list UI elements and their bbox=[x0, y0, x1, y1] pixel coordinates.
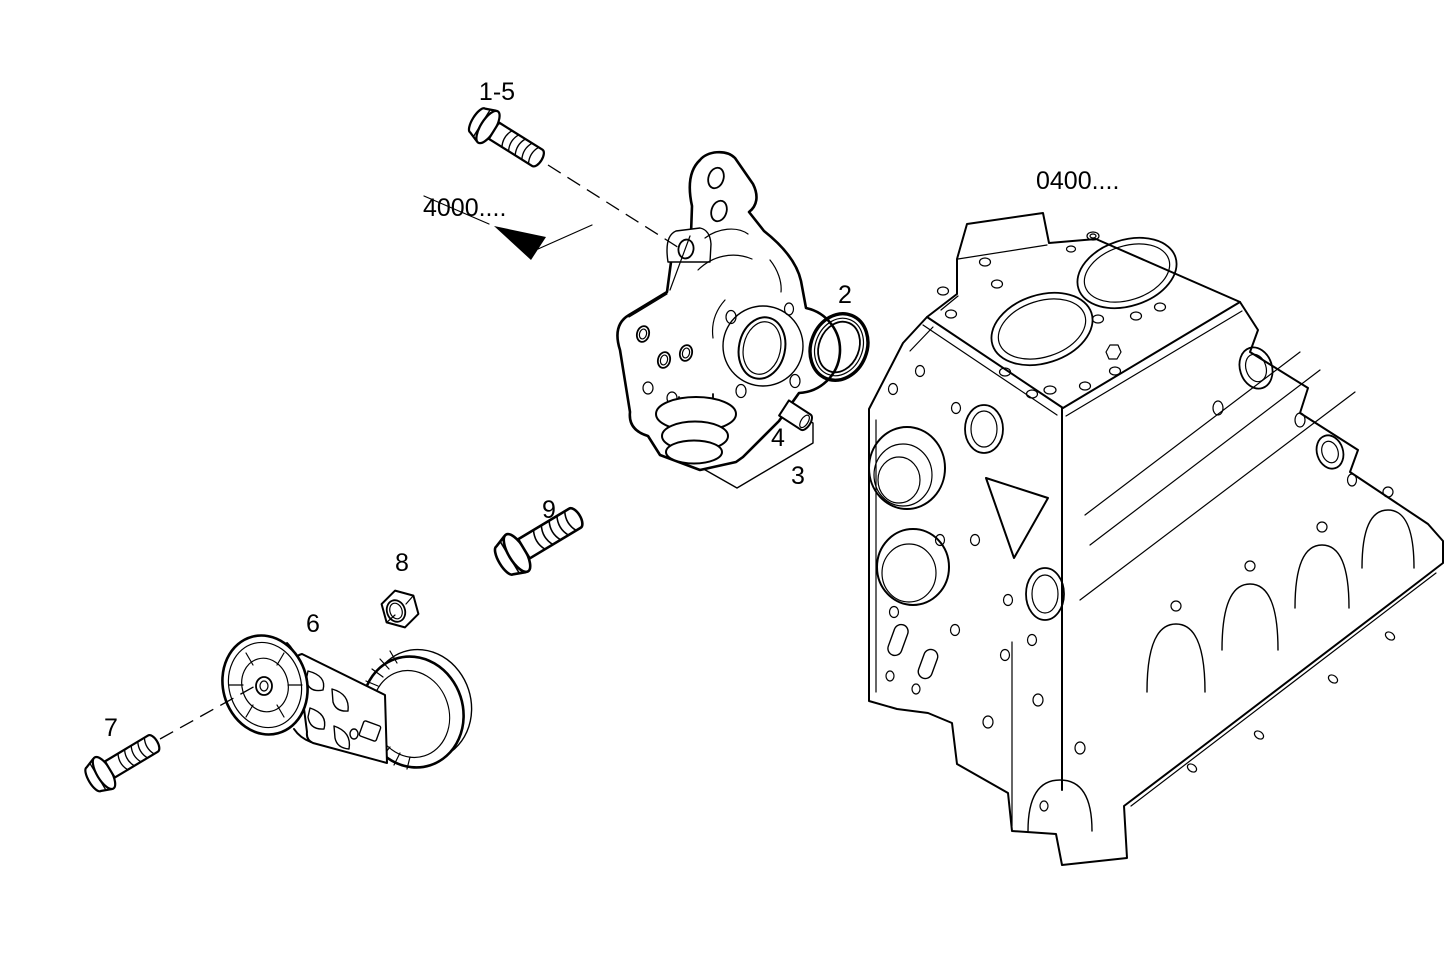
pump-bracket-holes bbox=[635, 325, 694, 405]
seal-ring-drawing bbox=[808, 312, 870, 382]
pin-drawing bbox=[778, 399, 813, 432]
rail-holes bbox=[1186, 631, 1396, 773]
pump-flange-holes bbox=[725, 302, 801, 399]
callout-8: 8 bbox=[395, 549, 409, 577]
bolt-1-5-drawing bbox=[462, 101, 553, 178]
callout-6: 6 bbox=[306, 610, 320, 638]
deck-bolt-holes bbox=[936, 231, 1167, 399]
callout-7: 7 bbox=[104, 714, 118, 742]
callout-2: 2 bbox=[838, 281, 852, 309]
callout-9: 9 bbox=[542, 496, 556, 524]
callout-3: 3 bbox=[791, 462, 805, 490]
assembly-axis-lines bbox=[159, 164, 685, 740]
section-4000-arrow-icon bbox=[494, 226, 546, 260]
cam-face-holes bbox=[1170, 400, 1394, 612]
engine-block-drawing bbox=[868, 212, 1444, 866]
callout-1-5: 1-5 bbox=[479, 78, 515, 106]
water-pump-housing-drawing bbox=[616, 150, 842, 472]
bolt-9-drawing bbox=[487, 495, 592, 584]
callout-labels: 1-5 4000.... 0400.... 2 4 3 9 8 6 7 bbox=[104, 78, 1119, 742]
tensioner-pulley bbox=[221, 634, 309, 736]
belt-tensioner-drawing bbox=[221, 634, 473, 770]
bolt-7-drawing bbox=[78, 724, 168, 799]
callout-4: 4 bbox=[771, 424, 785, 452]
skirt-holes bbox=[982, 693, 1086, 812]
nut-drawing bbox=[380, 589, 420, 629]
section-ref-0400: 0400.... bbox=[1036, 167, 1119, 195]
section-ref-4000: 4000.... bbox=[423, 194, 506, 222]
front-face-holes bbox=[885, 364, 1038, 695]
